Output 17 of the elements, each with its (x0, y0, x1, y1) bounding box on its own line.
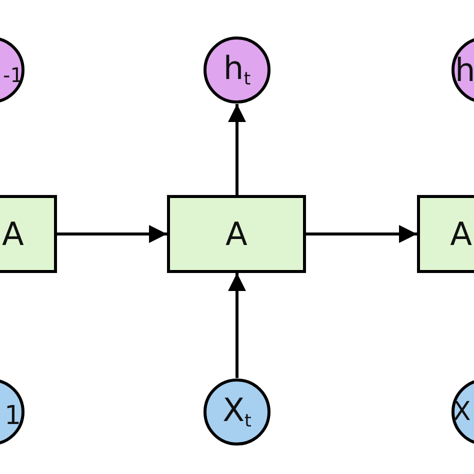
node-label: h$_{t}$ (223, 52, 251, 88)
node-label: A (450, 218, 473, 250)
arrow (228, 273, 246, 378)
node-label: A (226, 218, 248, 250)
node-label: A (1, 218, 24, 250)
cell-box (167, 195, 306, 273)
cell-box (417, 195, 474, 273)
node-label: -1 (3, 62, 24, 85)
node-label: X$_{t}$ (222, 394, 252, 430)
arrow (57, 225, 167, 243)
cell-box (0, 195, 57, 273)
arrow (228, 104, 246, 195)
node-label: h (454, 54, 474, 86)
arrow (306, 225, 417, 243)
input-circle (203, 378, 271, 446)
node-label: 1 (4, 400, 22, 429)
output-circle (203, 36, 271, 104)
